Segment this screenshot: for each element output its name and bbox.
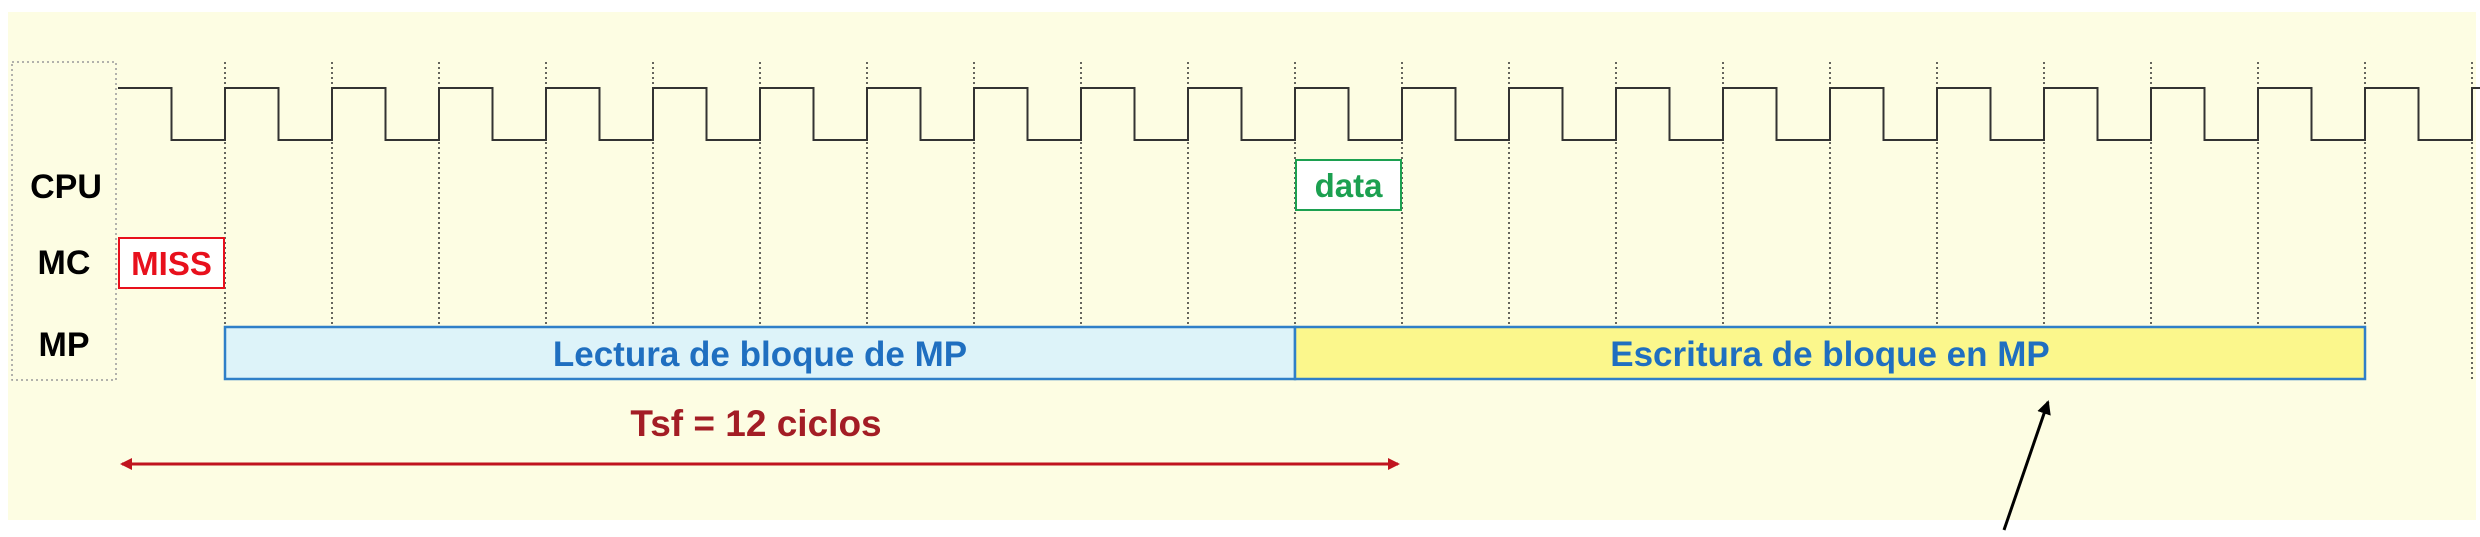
write-block-bar [1293, 325, 2367, 381]
row-label-mc: MC [38, 244, 91, 282]
row-label-mp: MP [39, 326, 90, 364]
pointer-arrow [2002, 400, 2051, 531]
row-label-box [11, 61, 117, 381]
data-box [1295, 159, 1402, 211]
miss-box [118, 237, 225, 289]
read-block-label: Lectura de bloque de MP [553, 335, 967, 374]
write-block-label: Escritura de bloque en MP [1610, 335, 2050, 374]
row-label-cpu: CPU [30, 168, 102, 206]
clock-waveform [118, 87, 2480, 141]
tsf-label: Tsf = 12 ciclos [630, 403, 881, 444]
data-label: data [1315, 167, 1384, 204]
read-block-bar [223, 325, 1297, 381]
miss-label: MISS [131, 245, 212, 282]
